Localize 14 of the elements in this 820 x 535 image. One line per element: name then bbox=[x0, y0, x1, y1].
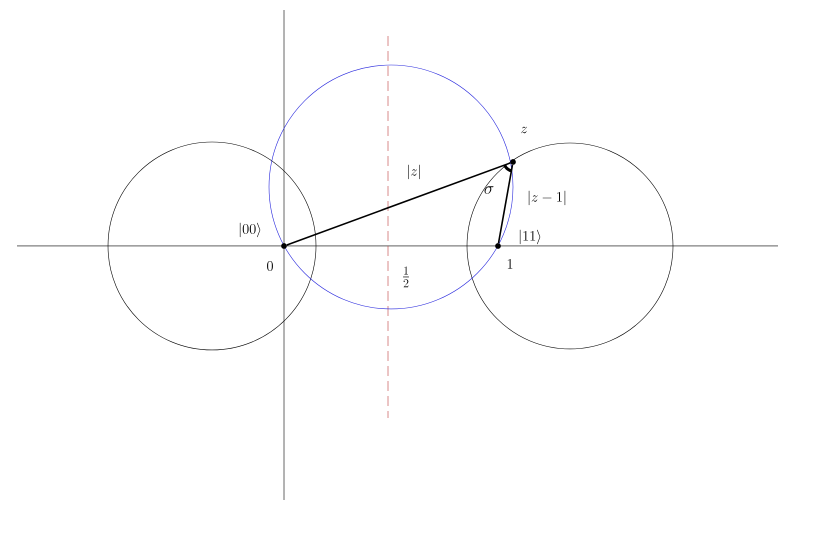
point-label: $z$ bbox=[521, 126, 528, 134]
point bbox=[495, 243, 501, 249]
line-segment bbox=[286, 162, 510, 246]
edge-label: $|z|$ bbox=[408, 164, 420, 180]
edge-label: $|z-1|$ bbox=[528, 190, 566, 206]
axis-label: $\frac{1}{2}$ bbox=[403, 266, 409, 288]
point-label: $0$ bbox=[267, 261, 273, 271]
point bbox=[281, 243, 287, 249]
point-label: $1$ bbox=[508, 259, 512, 269]
line-segment bbox=[498, 164, 514, 244]
point bbox=[510, 159, 516, 165]
point-label: $|00\rangle$ bbox=[240, 222, 260, 238]
axis-label: $\sigma$ bbox=[484, 186, 494, 194]
point-label: $|11\rangle$ bbox=[520, 230, 540, 244]
